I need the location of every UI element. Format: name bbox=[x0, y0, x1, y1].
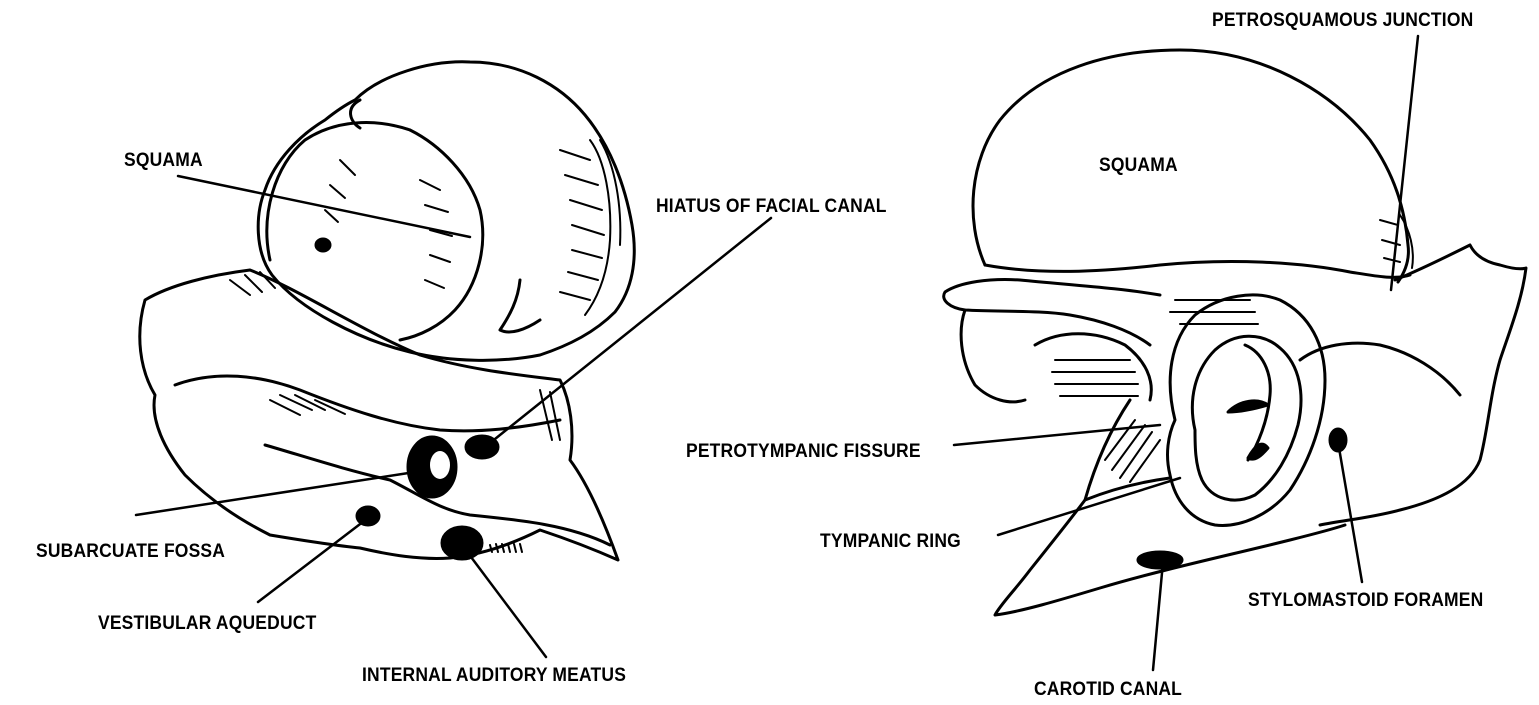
right-inferior-edge bbox=[1085, 478, 1170, 500]
leader-internal-meatus bbox=[462, 545, 546, 657]
label-vestibular-aqueduct: VESTIBULAR AQUEDUCT bbox=[98, 613, 317, 634]
label-hiatus-of-facial-canal: HIATUS OF FACIAL CANAL bbox=[656, 196, 887, 217]
left-meatus-ticks bbox=[490, 544, 522, 552]
leader-tympanic-ring bbox=[998, 478, 1180, 535]
label-petrosquamous-junction: PETROSQUAMOUS JUNCTION bbox=[1212, 10, 1474, 31]
left-squama-outline bbox=[258, 62, 634, 361]
left-petrous-outline bbox=[140, 270, 618, 560]
leader-hiatus bbox=[490, 218, 771, 443]
leader-petrosquamous bbox=[1391, 36, 1418, 290]
left-subarcuate-fossa-inner bbox=[430, 451, 450, 479]
left-petrous-lower-edge bbox=[265, 445, 610, 545]
right-carotid-canal-shape bbox=[1138, 552, 1182, 568]
label-squama-left: SQUAMA bbox=[124, 150, 203, 171]
left-leader-lines bbox=[136, 176, 771, 657]
right-squama-outline bbox=[973, 50, 1408, 282]
label-tympanic-ring: TYMPANIC RING bbox=[820, 531, 961, 552]
left-small-mark bbox=[316, 239, 330, 251]
label-stylomastoid-foramen: STYLOMASTOID FORAMEN bbox=[1248, 590, 1484, 611]
leader-carotid bbox=[1153, 562, 1163, 670]
left-squama-lobe-2 bbox=[400, 130, 483, 340]
leader-vestibular bbox=[258, 518, 368, 602]
label-squama-right: SQUAMA bbox=[1099, 155, 1178, 176]
label-carotid-canal: CAROTID CANAL bbox=[1034, 679, 1183, 700]
right-hatching bbox=[1052, 215, 1413, 482]
right-meatus-dark-mark-2 bbox=[1248, 444, 1268, 459]
right-squama-base bbox=[985, 261, 1410, 277]
left-squama-groove bbox=[500, 280, 540, 332]
leader-petrotympanic bbox=[954, 425, 1160, 445]
label-petrotympanic-fissure: PETROTYMPANIC FISSURE bbox=[686, 441, 921, 462]
leader-subarcuate bbox=[136, 472, 415, 515]
right-zygomatic-process bbox=[944, 280, 1160, 346]
right-tympanic-ring-inner bbox=[1192, 336, 1301, 500]
label-subarcuate-fossa: SUBARCUATE FOSSA bbox=[36, 541, 226, 562]
right-temporal-bone-drawing bbox=[944, 36, 1526, 670]
left-squama-hatching bbox=[230, 140, 620, 440]
left-squama-lobe-3 bbox=[351, 100, 360, 128]
right-stylomastoid-foramen-shape bbox=[1330, 429, 1346, 451]
right-zygomatic-root-hatch bbox=[1035, 334, 1151, 400]
right-leader-lines bbox=[954, 36, 1418, 670]
label-internal-auditory-meatus: INTERNAL AUDITORY MEATUS bbox=[362, 665, 627, 686]
left-vestibular-aqueduct-shape bbox=[357, 507, 379, 525]
right-zygomatic-lower bbox=[961, 310, 1025, 402]
leader-stylomastoid bbox=[1338, 442, 1362, 582]
left-internal-meatus-shape bbox=[442, 527, 482, 559]
left-temporal-bone-drawing bbox=[136, 62, 771, 657]
right-meatus-dark-mark bbox=[1228, 401, 1268, 412]
right-mastoid-outline bbox=[1320, 245, 1526, 525]
leader-squama-left bbox=[178, 176, 470, 237]
left-squama-lobe-1 bbox=[267, 123, 410, 260]
right-tympanic-ring-outer bbox=[1168, 295, 1325, 525]
left-petrous-ridge bbox=[175, 376, 560, 431]
